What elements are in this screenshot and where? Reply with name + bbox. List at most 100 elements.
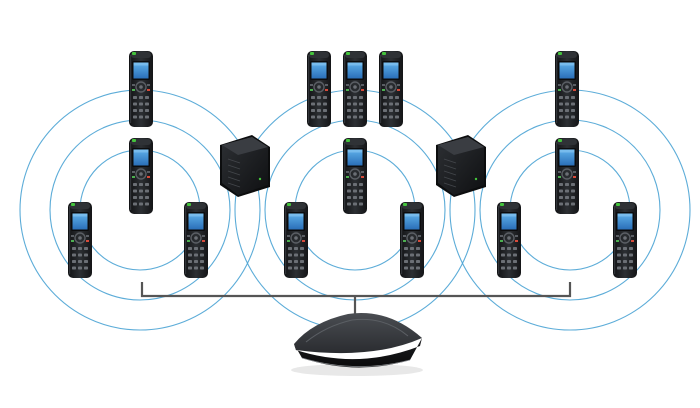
keypad-key (353, 189, 357, 193)
body-highlight (498, 206, 500, 274)
handset-8 (343, 138, 367, 214)
soft-key-right (147, 171, 150, 173)
handset-screen (559, 62, 575, 79)
keypad-key (294, 260, 298, 263)
keypad-key (300, 260, 304, 263)
nav-ring (290, 232, 302, 244)
keypad-key (617, 247, 621, 250)
call-key (403, 240, 406, 242)
keypad-key (317, 102, 321, 106)
keypad-key (145, 102, 149, 106)
handset-14 (613, 202, 637, 278)
base-highlight (305, 318, 409, 343)
keypad-key (559, 196, 563, 199)
handset-4 (184, 202, 208, 278)
soft-key-left (346, 171, 349, 173)
keypad-key (359, 115, 363, 119)
repeater-1 (220, 135, 270, 197)
soft-key-right (573, 171, 576, 173)
keypad-key (200, 253, 204, 257)
keypad-key (347, 109, 351, 112)
soft-key-right (302, 235, 305, 237)
keypad-key (133, 115, 137, 119)
keypad-key (133, 202, 137, 206)
keypad-key (323, 96, 327, 99)
end-key (397, 89, 400, 91)
repeater-vent (443, 158, 457, 164)
keypad-key (84, 253, 88, 257)
keypad-key (565, 189, 569, 193)
nav-ring (561, 81, 573, 93)
keypad-key (353, 96, 357, 99)
keypad-key (404, 247, 408, 250)
nav-ring (349, 81, 361, 93)
call-key (287, 240, 290, 242)
keypad-key (507, 253, 511, 257)
handset-screen (288, 213, 304, 230)
screen-status-bar (383, 62, 399, 66)
keypad-key (565, 196, 569, 199)
end-key (573, 89, 576, 91)
keypad-key (194, 247, 198, 250)
body-highlight (380, 55, 382, 123)
keypad-key (559, 96, 563, 99)
keypad-key (145, 109, 149, 112)
screen-status-bar (501, 213, 517, 217)
body-highlight (185, 206, 187, 274)
keypad-key (416, 260, 420, 263)
nav-center (389, 85, 393, 89)
keypad-key (317, 115, 321, 119)
status-led (500, 203, 504, 206)
screen-status-bar (404, 213, 420, 217)
keypad-key (353, 115, 357, 119)
keypad-key (139, 109, 143, 112)
nav-center (353, 172, 357, 176)
soft-key-left (616, 235, 619, 237)
repeater-top (438, 137, 484, 155)
bus-line (140, 282, 572, 298)
keypad-key (323, 109, 327, 112)
keypad-key (353, 183, 357, 186)
keypad-key (139, 102, 143, 106)
handset-13 (497, 202, 521, 278)
keypad-key (353, 109, 357, 112)
handset-screen (188, 213, 204, 230)
keypad-key (571, 109, 575, 112)
keypad-key (133, 183, 137, 186)
nav-ring (313, 81, 325, 93)
call-key (346, 89, 349, 91)
soft-key-right (361, 84, 364, 86)
call-key (346, 176, 349, 178)
nav-center (194, 236, 198, 240)
keypad-key (513, 253, 517, 257)
keypad-key (617, 266, 621, 270)
repeater-vent (227, 182, 241, 188)
base-side (294, 338, 422, 368)
soft-key-left (71, 235, 74, 237)
keypad-key (359, 196, 363, 199)
keypad-key (145, 183, 149, 186)
keypad-key (410, 260, 414, 263)
soft-key-right (418, 235, 421, 237)
keypad-key (395, 115, 399, 119)
handset-screen (133, 62, 149, 79)
handset-9 (284, 202, 308, 278)
body-highlight (130, 142, 132, 210)
screen-status-bar (311, 62, 327, 66)
end-key (418, 240, 421, 242)
end-key (515, 240, 518, 242)
soft-key-left (382, 84, 385, 86)
repeater-vent (227, 164, 241, 170)
keypad-key (571, 115, 575, 119)
keypad-key (629, 260, 633, 263)
nav-ring (503, 232, 515, 244)
status-led (558, 52, 562, 55)
keypad-key (139, 189, 143, 193)
keypad-key (513, 247, 517, 250)
handset-screen (311, 62, 327, 79)
keypad-key (389, 96, 393, 99)
keypad-key (317, 96, 321, 99)
soft-key-left (403, 235, 406, 237)
handset-screen (559, 149, 575, 166)
status-led (346, 52, 350, 55)
